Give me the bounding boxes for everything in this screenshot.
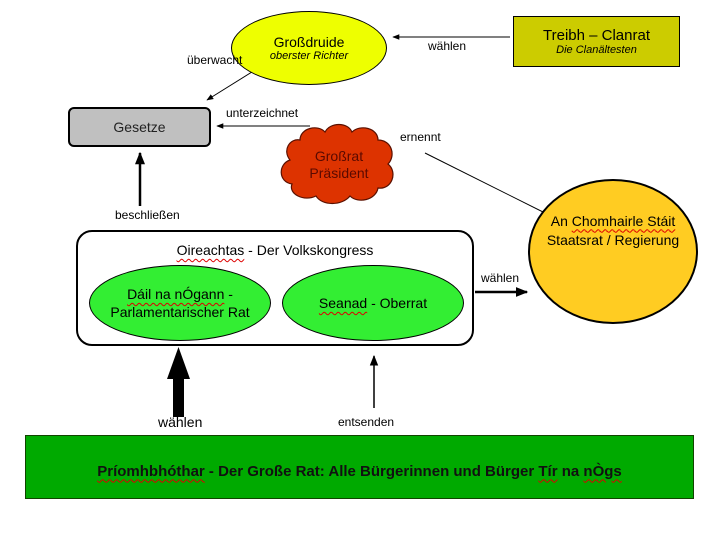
oireachtas-title: Oireachtas - Der Volkskongress — [78, 242, 472, 258]
grossdruide-title: Großdruide — [273, 34, 345, 50]
dail-name: Dáil na nÓgann — [127, 286, 225, 302]
staatsrat-line2: Staatsrat / Regierung — [546, 231, 680, 248]
staatsrat-node: An Chomhairle Stáit Staatsrat / Regierun… — [528, 179, 698, 324]
seanad-desc: - Oberrat — [367, 295, 428, 311]
priomh-nogs: nÒgs — [583, 462, 622, 480]
label-ernennt: ernennt — [400, 130, 441, 144]
label-entsenden: entsenden — [338, 415, 395, 429]
oireachtas-node: Oireachtas - Der Volkskongress Dáil na n… — [76, 230, 474, 346]
seanad-node: Seanad - Oberrat — [282, 265, 464, 341]
priomh-name: Príomhbhóthar — [97, 462, 205, 480]
oireachtas-desc: - Der Volkskongress — [244, 242, 374, 258]
label-unterzeichnet: unterzeichnet — [226, 106, 299, 120]
big-arrow-waehlen — [167, 347, 190, 417]
dail-dash: - — [224, 286, 233, 302]
grossrat-line1: Großrat — [314, 148, 364, 164]
treibh-clanrat-node: Treibh – Clanrat Die Clanältesten — [513, 16, 680, 67]
staatsrat-an: An — [550, 212, 572, 229]
treibh-title: Treibh – Clanrat — [543, 27, 650, 44]
label-beschliessen: beschließen — [115, 208, 180, 222]
grossdruide-node: Großdruide oberster Richter — [231, 11, 387, 85]
label-waehlen-bottom: wählen — [158, 414, 203, 430]
grossrat-line2: Präsident — [309, 165, 369, 181]
grossdruide-subtitle: oberster Richter — [269, 50, 349, 62]
arrow-grossrat-to-staatsrat — [424, 152, 554, 218]
grossrat-praesident-node: Großrat Präsident — [284, 140, 394, 190]
seanad-name: Seanad — [318, 295, 368, 311]
priomh-desc: - Der Große Rat: Alle Bürgerinnen und Bü… — [204, 462, 539, 480]
label-ueberwacht: überwacht — [187, 53, 243, 67]
cloud-shape — [280, 123, 394, 205]
gesetze-node: Gesetze — [68, 107, 211, 147]
priomh-na: na — [557, 462, 584, 480]
dail-node: Dáil na nÓgann - Parlamentarischer Rat — [89, 265, 271, 341]
gesetze-title: Gesetze — [113, 119, 166, 135]
oireachtas-name: Oireachtas — [176, 242, 245, 258]
staatsrat-name: Chomhairle Stáit — [571, 212, 676, 229]
treibh-subtitle: Die Clanältesten — [556, 44, 637, 56]
label-waehlen-top: wählen — [428, 39, 467, 53]
dail-line2: Parlamentarischer Rat — [110, 304, 250, 320]
priomhbhothar-node: Príomhbhóthar - Der Große Rat: Alle Bürg… — [25, 435, 694, 499]
priomh-tir: Tír — [538, 462, 558, 480]
label-waehlen-right: wählen — [481, 271, 520, 285]
